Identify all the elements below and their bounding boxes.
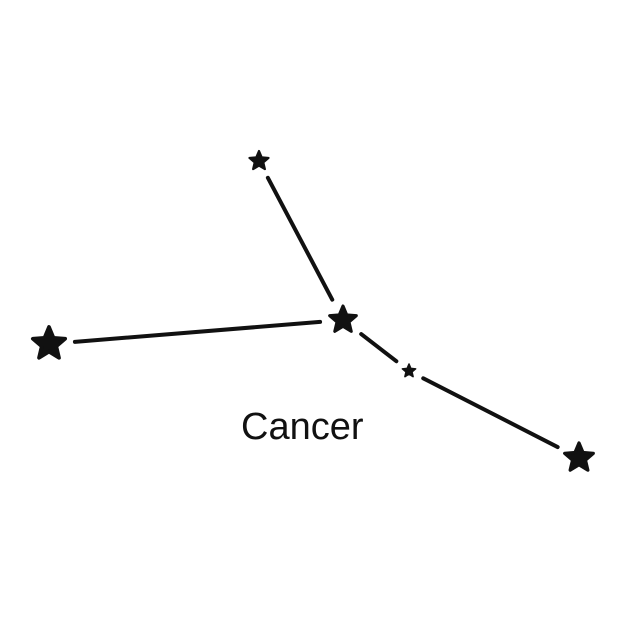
star-small-icon <box>401 363 417 378</box>
constellation-line-small-right <box>421 376 560 450</box>
constellation-line-left-center <box>72 319 323 344</box>
constellation-name: Cancer <box>241 406 364 448</box>
constellation-stars <box>30 149 595 472</box>
star-center-icon <box>328 304 358 333</box>
star-right-icon <box>563 441 595 472</box>
star-left-icon <box>30 325 68 360</box>
constellation-line-center-small <box>359 332 399 364</box>
constellation-line-top-center <box>265 175 335 302</box>
star-top-icon <box>248 149 270 171</box>
constellation-lines <box>72 175 560 450</box>
